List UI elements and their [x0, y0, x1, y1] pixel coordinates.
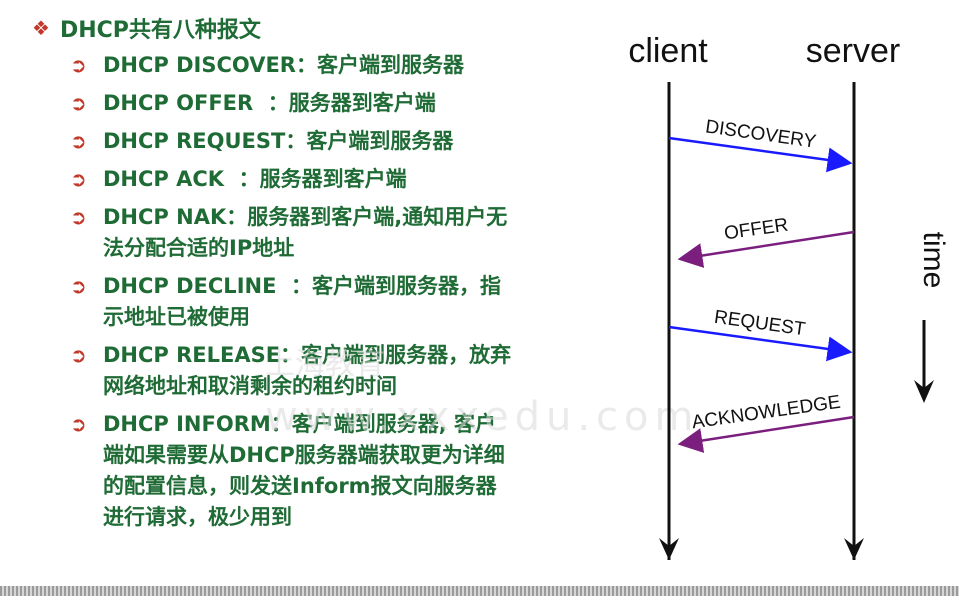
list-item-text: DHCP OFFER ：服务器到客户端: [103, 91, 436, 115]
server-lifeline-arrowhead-icon: [844, 538, 864, 560]
arrow-bullet-icon: ➲: [70, 205, 87, 229]
acknowledge-label: ACKNOWLEDGE: [691, 392, 842, 434]
list-item: ➲ DHCP REQUEST：客户端到服务器: [70, 126, 610, 157]
list-item: ➲ DHCP INFORM：客户端到服务器, 客户 端如果需要从DHCP服务器端…: [70, 409, 610, 533]
diamond-bullet-icon: ❖: [32, 16, 50, 40]
arrow-bullet-icon: ➲: [70, 167, 87, 191]
footer-divider: [0, 586, 959, 596]
list-item-text: DHCP INFORM：客户端到服务器, 客户 端如果需要从DHCP服务器端获取…: [103, 412, 505, 529]
time-label: time: [917, 232, 950, 289]
arrow-bullet-icon: ➲: [70, 53, 87, 77]
discovery-arrow: [668, 136, 853, 173]
client-lifeline-arrowhead-icon: [659, 538, 679, 560]
arrow-bullet-icon: ➲: [70, 274, 87, 298]
request-arrow: [668, 325, 853, 362]
time-arrowhead-icon: [914, 380, 934, 403]
slide-title-text: DHCP共有八种报文: [59, 18, 261, 43]
client-label: client: [628, 32, 708, 70]
list-item-text: DHCP RELEASE：客户端到服务器，放弃 网络地址和取消剩余的租约时间: [103, 343, 512, 398]
list-item: ➲ DHCP DISCOVER：客户端到服务器: [70, 50, 610, 81]
arrow-bullet-icon: ➲: [70, 412, 87, 436]
list-item-text: DHCP ACK ：服务器到客户端: [103, 167, 407, 191]
list-item: ➲ DHCP NAK：服务器到客户端,通知用户无 法分配合适的IP地址: [70, 202, 610, 264]
arrow-bullet-icon: ➲: [70, 91, 87, 115]
list-item-text: DHCP NAK：服务器到客户端,通知用户无 法分配合适的IP地址: [103, 205, 508, 260]
server-label: server: [806, 32, 900, 70]
list-item: ➲ DHCP RELEASE：客户端到服务器，放弃 网络地址和取消剩余的租约时间: [70, 340, 610, 402]
list-item-text: DHCP DISCOVER：客户端到服务器: [103, 53, 464, 77]
message-type-list: ➲ DHCP DISCOVER：客户端到服务器 ➲ DHCP OFFER ：服务…: [70, 50, 610, 540]
list-item: ➲ DHCP OFFER ：服务器到客户端: [70, 88, 610, 119]
offer-label: OFFER: [723, 215, 790, 245]
offer-arrow: [677, 230, 855, 268]
dhcp-sequence-diagram: client server DISCOVERY OFFER REQUEST AC…: [628, 32, 950, 560]
arrow-bullet-icon: ➲: [70, 129, 87, 153]
list-item-text: DHCP DECLINE ：客户端到服务器，指 示地址已被使用: [103, 274, 502, 329]
discovery-label: DISCOVERY: [704, 116, 818, 152]
acknowledge-arrow: [677, 415, 855, 453]
arrow-bullet-icon: ➲: [70, 343, 87, 367]
list-item-text: DHCP REQUEST：客户端到服务器: [103, 129, 454, 153]
slide-title: ❖ DHCP共有八种报文: [32, 12, 261, 44]
list-item: ➲ DHCP DECLINE ：客户端到服务器，指 示地址已被使用: [70, 271, 610, 333]
list-item: ➲ DHCP ACK ：服务器到客户端: [70, 164, 610, 195]
